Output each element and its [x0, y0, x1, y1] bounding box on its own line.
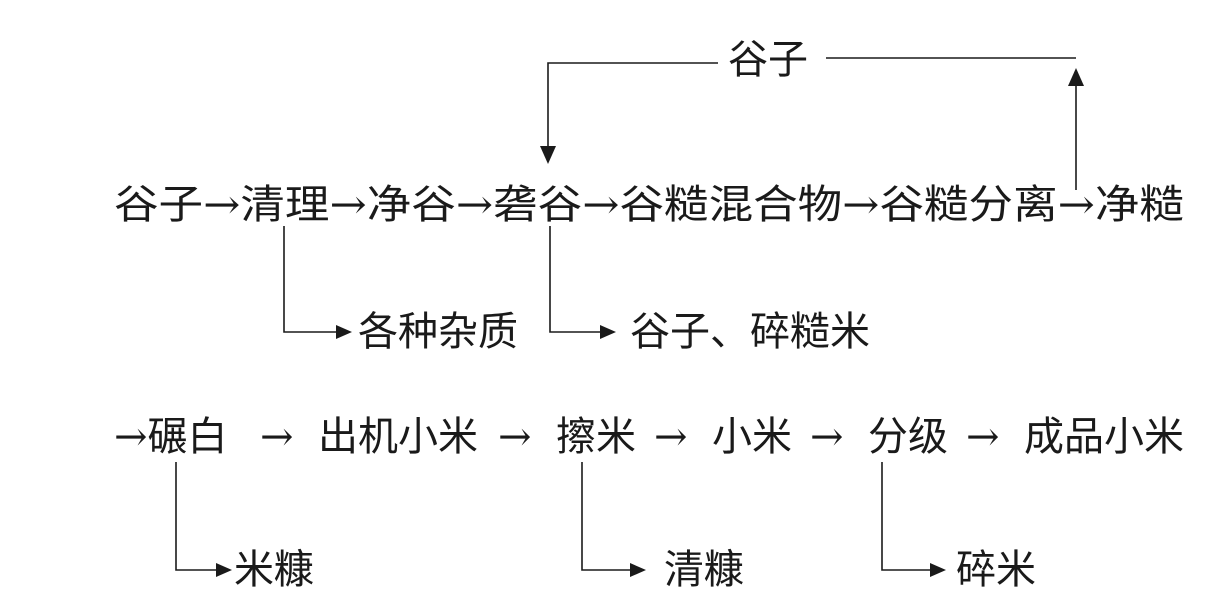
- milling-output-arrowhead: [216, 563, 232, 577]
- grading-output-connector: [881, 462, 934, 571]
- arrow-2: →: [498, 414, 532, 460]
- polishing-output-arrowhead: [630, 563, 646, 577]
- hulling-output-arrowhead: [600, 325, 616, 339]
- milling-output-connector: [175, 462, 220, 571]
- main-process-row-1: 谷子→清理→净谷→砻谷→谷糙混合物→谷糙分离→净糙: [114, 182, 1184, 228]
- milling-step: →碾白: [114, 414, 228, 460]
- loop-arrowhead-up: [1068, 68, 1084, 86]
- grading-output-arrowhead: [930, 563, 946, 577]
- recycled-millet-label: 谷子: [728, 37, 808, 83]
- loop-connector-left: [547, 62, 718, 150]
- loop-arrowhead-down: [540, 146, 556, 164]
- arrow-3: →: [654, 414, 688, 460]
- cleaning-output-connector: [283, 226, 340, 333]
- polishing-step: 擦米: [556, 414, 636, 460]
- bran-label: 米糠: [234, 547, 314, 593]
- cleaning-output-arrowhead: [336, 325, 352, 339]
- hulling-output-connector: [549, 226, 604, 333]
- arrow-1: →: [260, 414, 294, 460]
- hulling-waste-label: 谷子、碎糙米: [630, 309, 870, 355]
- broken-rice-label: 碎米: [956, 547, 1036, 593]
- finished-millet-step: 成品小米: [1024, 414, 1184, 460]
- arrow-5: →: [966, 414, 1000, 460]
- millet-step: 小米: [712, 414, 792, 460]
- fine-bran-label: 清糠: [664, 547, 744, 593]
- grading-step: 分级: [868, 414, 948, 460]
- arrow-4: →: [810, 414, 844, 460]
- polishing-output-connector: [581, 462, 634, 571]
- output-millet-step: 出机小米: [318, 414, 478, 460]
- cleaning-waste-label: 各种杂质: [358, 309, 518, 355]
